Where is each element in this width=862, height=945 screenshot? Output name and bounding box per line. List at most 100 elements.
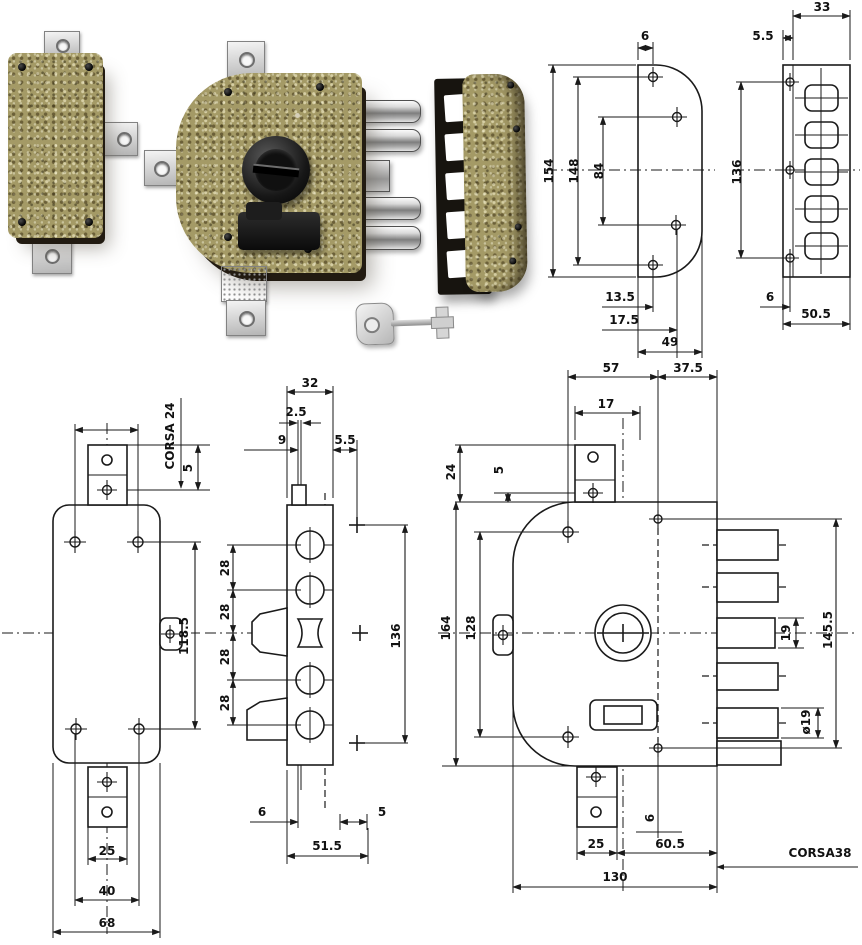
- tab-hole: [154, 161, 170, 177]
- back-view-outline: [52, 444, 183, 828]
- dim-label: 118.5: [177, 617, 191, 655]
- fixing-hole: [667, 107, 687, 127]
- dim-label: 6: [766, 290, 774, 304]
- side-tab-hole: [493, 625, 513, 645]
- dim-label: CORSA 24: [163, 402, 177, 469]
- dim-label: 13.5: [605, 290, 635, 304]
- dim-label: 49: [662, 335, 679, 349]
- lock-body: [176, 73, 362, 273]
- cover-plate-photo: [0, 0, 150, 320]
- pin-hole: [295, 113, 300, 118]
- front-view-drawing: 57 37.5 17 24 5 164 128 19 145.5 ø19 6 2…: [438, 361, 858, 895]
- dim-label: 28: [218, 604, 232, 621]
- bottom-tab-hole: [101, 806, 113, 818]
- tab-hole: [583, 483, 603, 503]
- screw: [18, 63, 26, 71]
- strike-plate-drawing: 33 5.5 136 6 50.5: [730, 0, 860, 330]
- key-photo: [351, 296, 457, 354]
- dim-label: 2.5: [285, 405, 306, 419]
- dimension-lines: [52, 398, 210, 938]
- dim-label: 128: [464, 615, 478, 640]
- bolt-nose: [246, 607, 288, 741]
- fixing-hole: [65, 718, 87, 740]
- dim-label: 17.5: [609, 313, 639, 327]
- lock-bolt: [352, 226, 421, 250]
- fixing-hole: [781, 161, 799, 179]
- dim-label: 9: [278, 433, 286, 447]
- lock-perforated-tab: [221, 266, 267, 302]
- dim-label: 5.5: [334, 433, 355, 447]
- dim-label: 6: [258, 805, 266, 819]
- bottom-tab-hole: [586, 767, 606, 787]
- dim-label: 32: [302, 376, 319, 390]
- lock-body-photo: [0, 0, 440, 360]
- screw: [512, 125, 521, 133]
- knob: [589, 699, 658, 731]
- faceplate-drawing: 32 2.5 9 5.5 28 28 28 28 136 6 5 51.5: [205, 376, 409, 864]
- fixing-hole: [643, 67, 663, 87]
- lock-bolt: [352, 100, 421, 123]
- tab-hole: [101, 454, 113, 466]
- screw: [85, 218, 93, 226]
- dim-label: 164: [439, 615, 453, 640]
- dim-label: 17: [598, 397, 615, 411]
- dim-label: 5: [492, 466, 506, 474]
- dim-label: CORSA38: [789, 846, 852, 860]
- dim-label: 130: [602, 870, 627, 884]
- key-bit-cross: [430, 316, 455, 330]
- dim-label: 145.5: [821, 611, 835, 649]
- dim-label: ø19: [799, 710, 813, 735]
- dim-label: 5.5: [752, 29, 773, 43]
- screw: [507, 81, 515, 89]
- tab-hole: [117, 132, 132, 147]
- tab-hole: [56, 39, 70, 53]
- dim-label: 68: [99, 916, 116, 930]
- dim-label: 37.5: [673, 361, 703, 375]
- screw: [316, 83, 324, 91]
- key-head-hole: [363, 316, 381, 334]
- lock-cylinder: [242, 136, 310, 204]
- dim-label: 5: [181, 464, 195, 472]
- fixing-hole: [649, 510, 667, 528]
- tab-hole: [587, 451, 599, 463]
- dim-label: 40: [99, 884, 116, 898]
- dimension-lines: [548, 42, 703, 358]
- cylinder: [594, 604, 652, 662]
- dimension-lines: [227, 386, 409, 864]
- dim-label: 50.5: [801, 307, 831, 321]
- dim-label: 28: [218, 649, 232, 666]
- screw: [509, 257, 517, 265]
- dim-label: 51.5: [312, 839, 342, 853]
- cylinder-holes: [287, 527, 333, 743]
- dim-label: 148: [567, 158, 581, 183]
- screw: [85, 63, 93, 71]
- strike-cutouts: [795, 84, 848, 260]
- lock-lever-step: [246, 202, 282, 220]
- back-plate-drawing: 6 154 148 84 13.5 17.5 49: [542, 29, 715, 358]
- dim-label: 84: [592, 163, 606, 180]
- screw: [224, 88, 232, 96]
- dim-label: 24: [444, 464, 458, 481]
- cover-plate-body: [8, 53, 103, 238]
- dim-label: 154: [542, 158, 556, 183]
- dimension-lines: [442, 370, 858, 893]
- strike-box-photo: [434, 69, 538, 301]
- dim-label: 25: [99, 844, 116, 858]
- lock-bolts: [702, 529, 786, 766]
- cover-plate-bottom-tab: [32, 238, 72, 274]
- screw: [514, 223, 522, 231]
- screw: [224, 233, 232, 241]
- tab-hole: [239, 52, 255, 68]
- back-plate-outline: [637, 64, 703, 278]
- screw: [18, 218, 26, 226]
- bottom-tab-hole: [97, 772, 117, 792]
- bottom-tab-hole: [590, 806, 602, 818]
- tab-hole: [97, 480, 117, 500]
- fixing-hole: [64, 531, 86, 553]
- dim-label: 28: [218, 695, 232, 712]
- tab-hole: [239, 311, 255, 327]
- dim-label: 5: [378, 805, 386, 819]
- dim-label: 60.5: [655, 837, 685, 851]
- dim-label: 57: [603, 361, 620, 375]
